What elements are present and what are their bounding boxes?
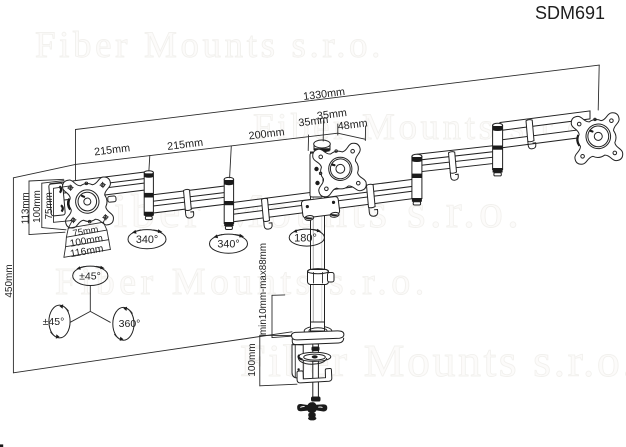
- pivot-cylinder: [492, 122, 504, 177]
- dim-label-1330: 1330mm: [303, 86, 346, 103]
- dim-line-1330: [75, 64, 600, 130]
- quick-release-knob: [328, 156, 353, 181]
- cable-clip: [182, 188, 195, 219]
- vesa-plate-right: [570, 112, 624, 165]
- dim-label-48: 48mm: [337, 117, 368, 133]
- product-code: SDM691: [535, 3, 605, 23]
- height-collar: [307, 268, 335, 285]
- svg-text:340°: 340°: [136, 234, 158, 246]
- dim-label-215b: 215mm: [167, 137, 204, 153]
- dim-label-100clamp: 100mm: [247, 343, 258, 376]
- rotation-340-left: 340°: [127, 229, 167, 250]
- rotation-180: 180°: [288, 228, 325, 247]
- desk-clamp: [290, 330, 345, 421]
- rotation-indicators: 340° 340° 180° ±45°: [43, 228, 325, 341]
- svg-text:340°: 340°: [217, 239, 239, 251]
- corner-artifact: [0, 444, 4, 447]
- vesa-screw-holes: [318, 148, 361, 192]
- cable-clip: [525, 119, 537, 150]
- quick-release-knob: [585, 123, 612, 150]
- cable-clips: [182, 119, 537, 230]
- desk-surface-line: [12, 331, 293, 374]
- clamp-knob: [297, 402, 328, 421]
- watermark-row: Fiber Mounts s.r.o.: [35, 25, 384, 66]
- clamp-desk-plate: [290, 330, 345, 341]
- cable-clip: [260, 197, 273, 230]
- rotation-340-mid: 340°: [209, 233, 248, 254]
- tilt-connector-lines: [69, 285, 111, 323]
- vesa-plate-center: [312, 142, 367, 198]
- dim-label-113: 113mm: [20, 192, 31, 224]
- svg-text:±45°: ±45°: [43, 316, 65, 328]
- dimension-lines: [12, 64, 600, 387]
- svg-text:180°: 180°: [294, 233, 317, 245]
- rotation-360: 360°: [112, 306, 141, 341]
- dim-label-35b: 35mm: [316, 107, 347, 123]
- watermark-row: Fiber Mounts s.r.o.: [55, 261, 429, 303]
- quick-release-knob: [75, 189, 100, 214]
- crossbar-bracket: [300, 196, 341, 221]
- clamp-pad: [297, 351, 332, 365]
- left-arm-bracket: [48, 182, 66, 217]
- dimension-labels: 1330mm 215mm 215mm 200mm 35mm 35mm 48mm …: [4, 86, 369, 377]
- dim-label-100v: 100mm: [32, 190, 43, 223]
- pivot-cylinder: [223, 176, 235, 231]
- pole-assembly: [300, 139, 341, 337]
- pivot-cylinder: [411, 153, 423, 206]
- dim-label-450: 450mm: [4, 264, 15, 297]
- rotation-tilt-top: ±45°: [72, 265, 109, 286]
- rotation-tilt-side: ±45°: [43, 304, 71, 339]
- vesa-plate-left: [62, 176, 117, 229]
- svg-text:±45°: ±45°: [79, 271, 101, 283]
- vesa-screw-holes: [576, 117, 618, 159]
- dim-label-35a: 35mm: [298, 114, 329, 130]
- dim-line-48: [337, 132, 367, 140]
- dim-line-segments: [75, 132, 339, 165]
- dim-label-75h: 75mm: [72, 224, 99, 238]
- dim-label-minmax: min10mm-max88mm: [258, 243, 269, 335]
- dim-label-200: 200mm: [248, 126, 285, 142]
- pivot-cylinder: [143, 170, 154, 221]
- dim-label-75v: 75mm: [44, 192, 55, 219]
- cable-clip: [447, 151, 459, 181]
- svg-text:360°: 360°: [119, 318, 141, 330]
- pole-top-cap: [313, 139, 331, 149]
- cable-clip: [365, 183, 379, 217]
- pivot-cylinders: [143, 122, 504, 231]
- dim-box-stack: [63, 221, 111, 258]
- clamp-jaw: [296, 367, 333, 384]
- dim-label-215a: 215mm: [94, 142, 131, 158]
